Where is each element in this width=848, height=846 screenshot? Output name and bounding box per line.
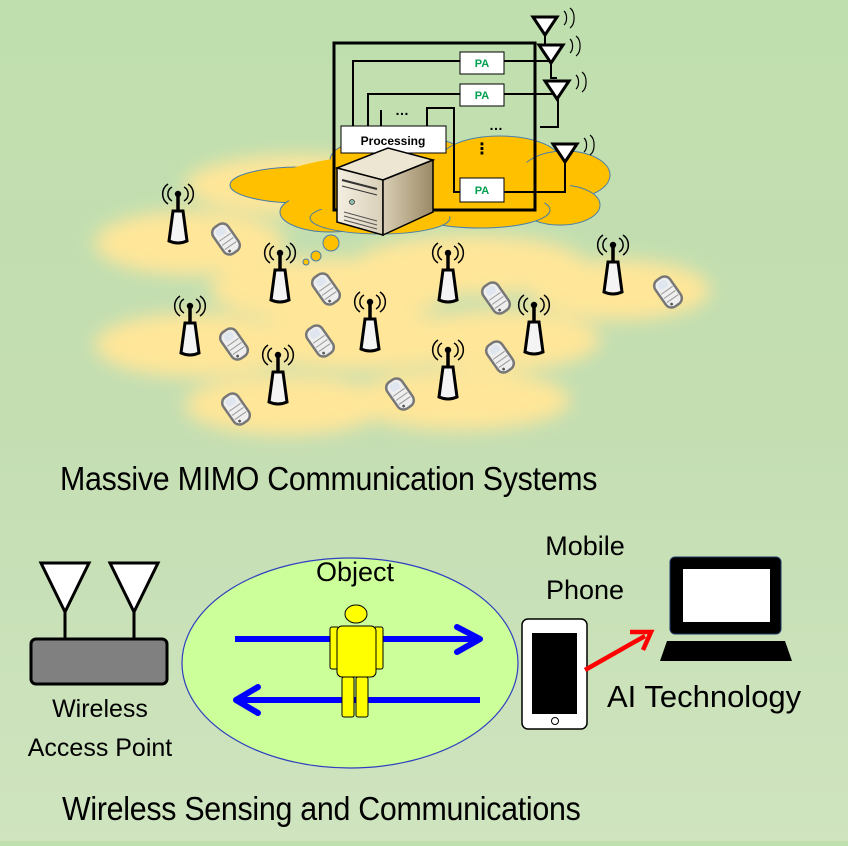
mimo-wiring: [332, 30, 566, 212]
pa-label: PA: [475, 58, 490, 70]
access-point-icon: [29, 561, 169, 686]
ai-arrow-icon: [583, 629, 655, 672]
pa-label: PA: [475, 90, 490, 102]
thought-bubble-medium: [310, 250, 322, 262]
access-point-label-line1: Wireless: [52, 695, 148, 723]
power-amplifier-1: PA: [459, 51, 505, 75]
pa-label: PA: [475, 185, 490, 197]
thought-bubble-small: [302, 258, 310, 266]
ai-technology-label: AI Technology: [607, 679, 802, 714]
ellipsis-vertical: ⋮: [474, 141, 490, 158]
antenna-icon: [531, 6, 576, 37]
ellipsis-horizontal: …: [489, 117, 503, 133]
mobile-phone-label-line2: Phone: [545, 575, 625, 605]
smartphone-icon: [521, 618, 588, 730]
ellipsis-horizontal: …: [395, 102, 409, 118]
power-amplifier-3: PA: [459, 177, 505, 203]
person-icon: [329, 604, 384, 718]
processing-box: Processing: [340, 125, 447, 154]
server-icon: [334, 147, 436, 237]
mobile-phone-label-line1: Mobile: [545, 531, 625, 561]
thought-bubble-large: [322, 234, 340, 252]
power-amplifier-2: PA: [459, 83, 505, 107]
laptop-icon: [660, 556, 792, 661]
access-point-label-line2: Access Point: [27, 734, 173, 762]
object-label: Object: [315, 557, 395, 587]
coverage-areas: [95, 155, 710, 435]
processing-label: Processing: [361, 134, 426, 148]
section-title-massive-mimo: Massive MIMO Communication Systems: [60, 460, 598, 497]
section-title-wireless-sensing: Wireless Sensing and Communications: [62, 790, 581, 827]
